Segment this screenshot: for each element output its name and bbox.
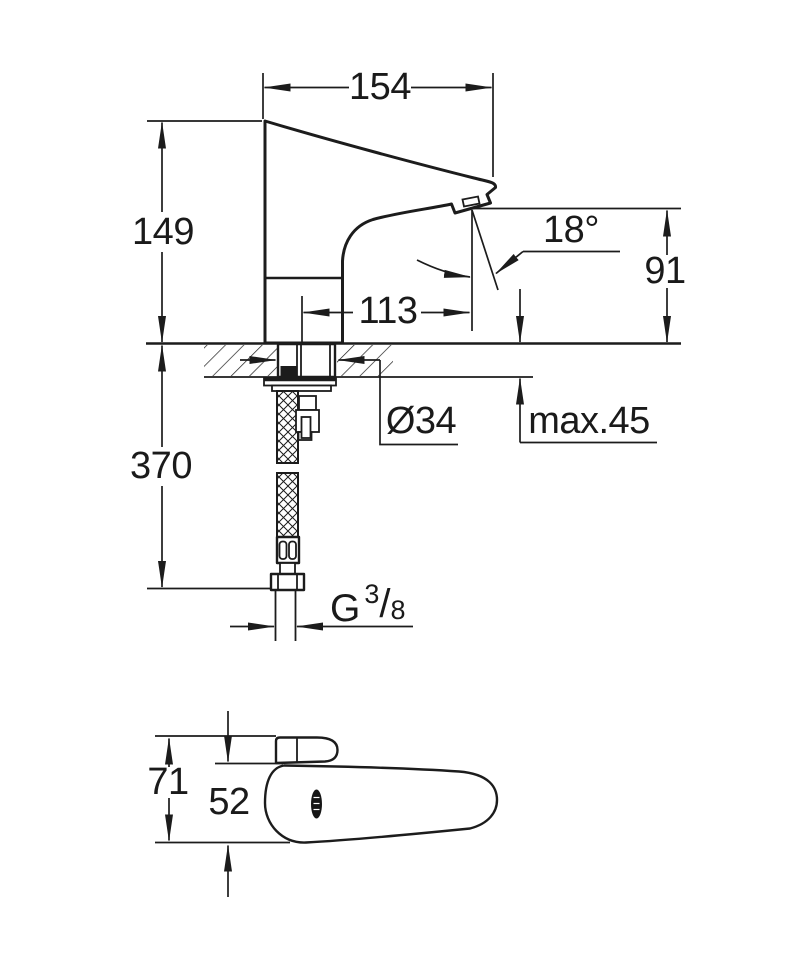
- crimp-window-right: [288, 540, 297, 560]
- top-view-dimensions: [155, 711, 290, 897]
- hex-nut: [269, 572, 306, 592]
- top-view: [155, 711, 499, 897]
- braided-hose-upper: [276, 390, 299, 464]
- dim-outlet-height-label: 91: [644, 250, 686, 292]
- dim-thread-size-label: G 3 / 8: [330, 579, 406, 630]
- side-view: [146, 73, 681, 641]
- dim-hole-diameter-label: Ø34: [385, 400, 457, 442]
- shank-nut-dark: [280, 366, 298, 377]
- thread-numerator: 3: [364, 579, 380, 609]
- cable-connector-top: [298, 395, 317, 411]
- body-top-outline: [263, 764, 499, 844]
- faucet-body: [263, 119, 498, 345]
- side-view-dimensions: [147, 73, 681, 631]
- dim-body-width-label: 52: [208, 781, 250, 823]
- dim-max-deck-thickness-label: max.45: [528, 400, 650, 442]
- dim-outlet-angle-label: 18°: [543, 209, 599, 251]
- deck-section: [146, 342, 681, 378]
- dim-spout-projection-label: 154: [349, 66, 411, 108]
- spout-tab-outline: [274, 736, 339, 765]
- dim-body-height-label: 149: [132, 211, 194, 253]
- thread-slash: /: [379, 582, 391, 626]
- dim-overall-depth-label: 71: [147, 761, 189, 803]
- cable-connector-slot: [300, 416, 312, 439]
- mounting-nut-plate: [271, 384, 332, 392]
- crimp-window-left: [278, 540, 288, 560]
- faucet-top-outline: [263, 736, 499, 844]
- thread-denominator: 8: [390, 595, 406, 625]
- dim-axis-to-outlet-label: 113: [358, 290, 418, 332]
- dim-supply-length-label: 370: [130, 445, 192, 487]
- braided-hose-lower: [276, 472, 299, 538]
- mounting-shank: [263, 342, 337, 392]
- aerator-outlet: [461, 195, 481, 208]
- thread-letter: G: [330, 587, 361, 630]
- hose-neck: [279, 562, 296, 575]
- supply-hose: [269, 390, 320, 641]
- faucet-outline: [263, 119, 498, 345]
